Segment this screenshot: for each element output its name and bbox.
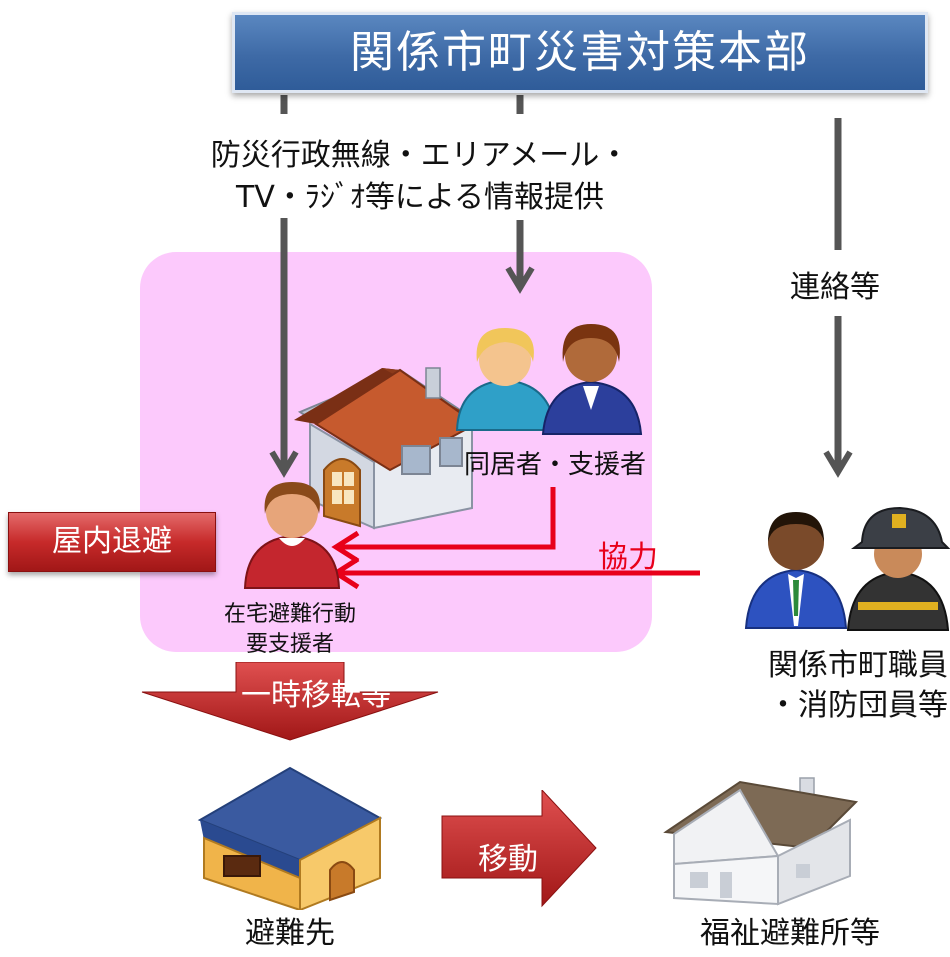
- responders-icon: [744, 506, 950, 631]
- cohabitants-icon: [455, 324, 643, 435]
- support-needed-person-icon: [243, 482, 341, 589]
- support-needed-label-line1: 在宅避難行動: [223, 602, 356, 627]
- headquarters-banner: 関係市町災害対策本部: [232, 12, 928, 93]
- responders-label-line2: ・消防団員等: [768, 688, 948, 723]
- info-provision-label-line1: 防災行政無線・エリアメール・: [210, 138, 630, 173]
- right-down-arrow-head: [823, 450, 853, 478]
- cohabitant-arrow-head: [331, 530, 360, 564]
- mid-down-arrow-head: [505, 266, 535, 294]
- relocation-label: 一時移転等: [241, 678, 391, 713]
- welfare-shelter-label: 福祉避難所等: [700, 916, 880, 951]
- move-label: 移動: [478, 842, 538, 877]
- left-down-arrow-head: [269, 450, 299, 478]
- evacuation-site-house-icon: [197, 766, 383, 910]
- cooperation-label: 協力: [598, 540, 658, 575]
- support-needed-label-line2: 要支援者: [245, 632, 334, 657]
- cohabitant-cooperation-arrow: [340, 487, 556, 550]
- evacuation-site-label: 避難先: [245, 916, 335, 951]
- relocation-arrow: [141, 662, 439, 741]
- indoor-evacuation-label: 屋内退避: [8, 512, 216, 572]
- contact-label: 連絡等: [790, 270, 880, 305]
- fire-volunteer-figure: [846, 506, 950, 631]
- municipal-staff-figure: [744, 512, 848, 629]
- responders-label-line1: 関係市町職員: [768, 648, 948, 683]
- welfare-shelter-house-icon: [663, 777, 859, 906]
- move-arrow: [441, 790, 597, 908]
- house-icon: [294, 367, 478, 530]
- cohabitants-label: 同居者・支援者: [463, 450, 646, 480]
- supporter-male-figure: [541, 324, 643, 435]
- supporter-female-figure: [455, 328, 557, 431]
- info-provision-label-line2: TV・ﾗｼﾞｵ等による情報提供: [236, 180, 604, 215]
